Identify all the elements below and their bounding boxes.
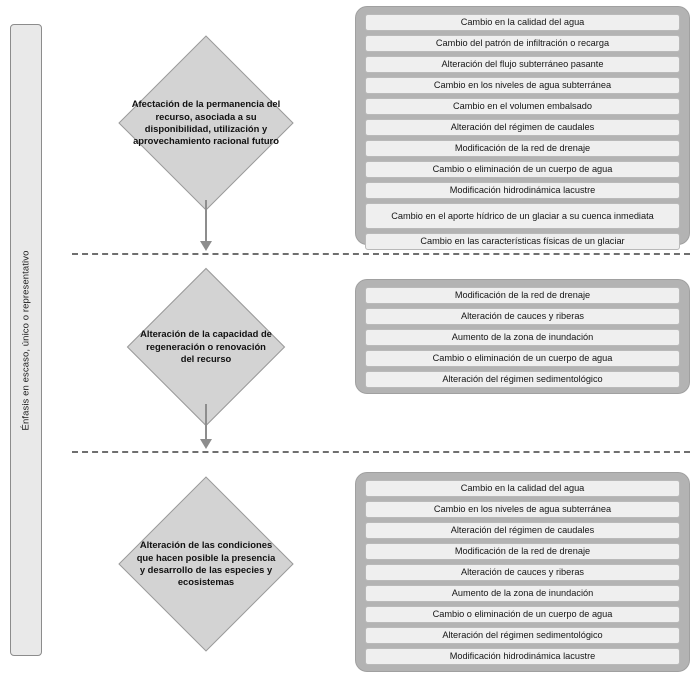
stage-1-item-9[interactable]: Modificación hidrodinámica lacustre	[365, 182, 680, 199]
stage-1-item-2[interactable]: Cambio del patrón de infiltración o reca…	[365, 35, 680, 52]
stage-2-item-5[interactable]: Alteración del régimen sedimentológico	[365, 371, 680, 388]
divider-1	[72, 253, 690, 255]
stage-2-item-4[interactable]: Cambio o eliminación de un cuerpo de agu…	[365, 350, 680, 367]
stage-1-item-6[interactable]: Alteración del régimen de caudales	[365, 119, 680, 136]
divider-2	[72, 451, 690, 453]
side-banner: Énfasis en escaso, único o representativ…	[10, 24, 42, 656]
side-banner-label: Énfasis en escaso, único o representativ…	[20, 250, 32, 430]
stage-2-arrow	[205, 404, 207, 440]
stage-1-item-1[interactable]: Cambio en la calidad del agua	[365, 14, 680, 31]
stage-1-item-8[interactable]: Cambio o eliminación de un cuerpo de agu…	[365, 161, 680, 178]
stage-3-item-1[interactable]: Cambio en la calidad del agua	[365, 480, 680, 497]
stage-1-arrow	[205, 200, 207, 242]
stage-3-item-3[interactable]: Alteración del régimen de caudales	[365, 522, 680, 539]
stage-3-diamond-label: Alteración de las condiciones que hacen …	[136, 539, 276, 588]
stage-3-item-7[interactable]: Cambio o eliminación de un cuerpo de agu…	[365, 606, 680, 623]
stage-3-item-4[interactable]: Modificación de la red de drenaje	[365, 543, 680, 560]
stage-1-item-5[interactable]: Cambio en el volumen embalsado	[365, 98, 680, 115]
stage-1-diamond: Afectación de la permanencia del recurso…	[106, 35, 306, 211]
stage-2-diamond: Alteración de la capacidad de regeneraci…	[116, 267, 296, 427]
stage-3-item-8[interactable]: Alteración del régimen sedimentológico	[365, 627, 680, 644]
stage-1-item-11[interactable]: Cambio en las características físicas de…	[365, 233, 680, 250]
stage-1-diamond-label: Afectación de la permanencia del recurso…	[131, 98, 281, 147]
stage-1-item-3[interactable]: Alteración del flujo subterráneo pasante	[365, 56, 680, 73]
stage-1-panel: Cambio en la calidad del agua Cambio del…	[355, 6, 690, 250]
stage-2-item-3[interactable]: Aumento de la zona de inundación	[365, 329, 680, 346]
stage-2-item-2[interactable]: Alteración de cauces y riberas	[365, 308, 680, 325]
stage-1-item-4[interactable]: Cambio en los niveles de agua subterráne…	[365, 77, 680, 94]
stage-3-diamond: Alteración de las condiciones que hacen …	[106, 476, 306, 652]
stage-3-item-6[interactable]: Aumento de la zona de inundación	[365, 585, 680, 602]
stage-1-item-7[interactable]: Modificación de la red de drenaje	[365, 140, 680, 157]
stage-2-item-1[interactable]: Modificación de la red de drenaje	[365, 287, 680, 304]
stage-1-item-10[interactable]: Cambio en el aporte hídrico de un glacia…	[365, 203, 680, 229]
stage-3-panel: Cambio en la calidad del agua Cambio en …	[355, 472, 690, 672]
stage-2-diamond-label: Alteración de la capacidad de regeneraci…	[140, 328, 272, 365]
stage-3-item-9[interactable]: Modificación hidrodinámica lacustre	[365, 648, 680, 665]
stage-3-item-2[interactable]: Cambio en los niveles de agua subterráne…	[365, 501, 680, 518]
stage-2-panel: Modificación de la red de drenaje Altera…	[355, 279, 690, 394]
stage-3-item-5[interactable]: Alteración de cauces y riberas	[365, 564, 680, 581]
